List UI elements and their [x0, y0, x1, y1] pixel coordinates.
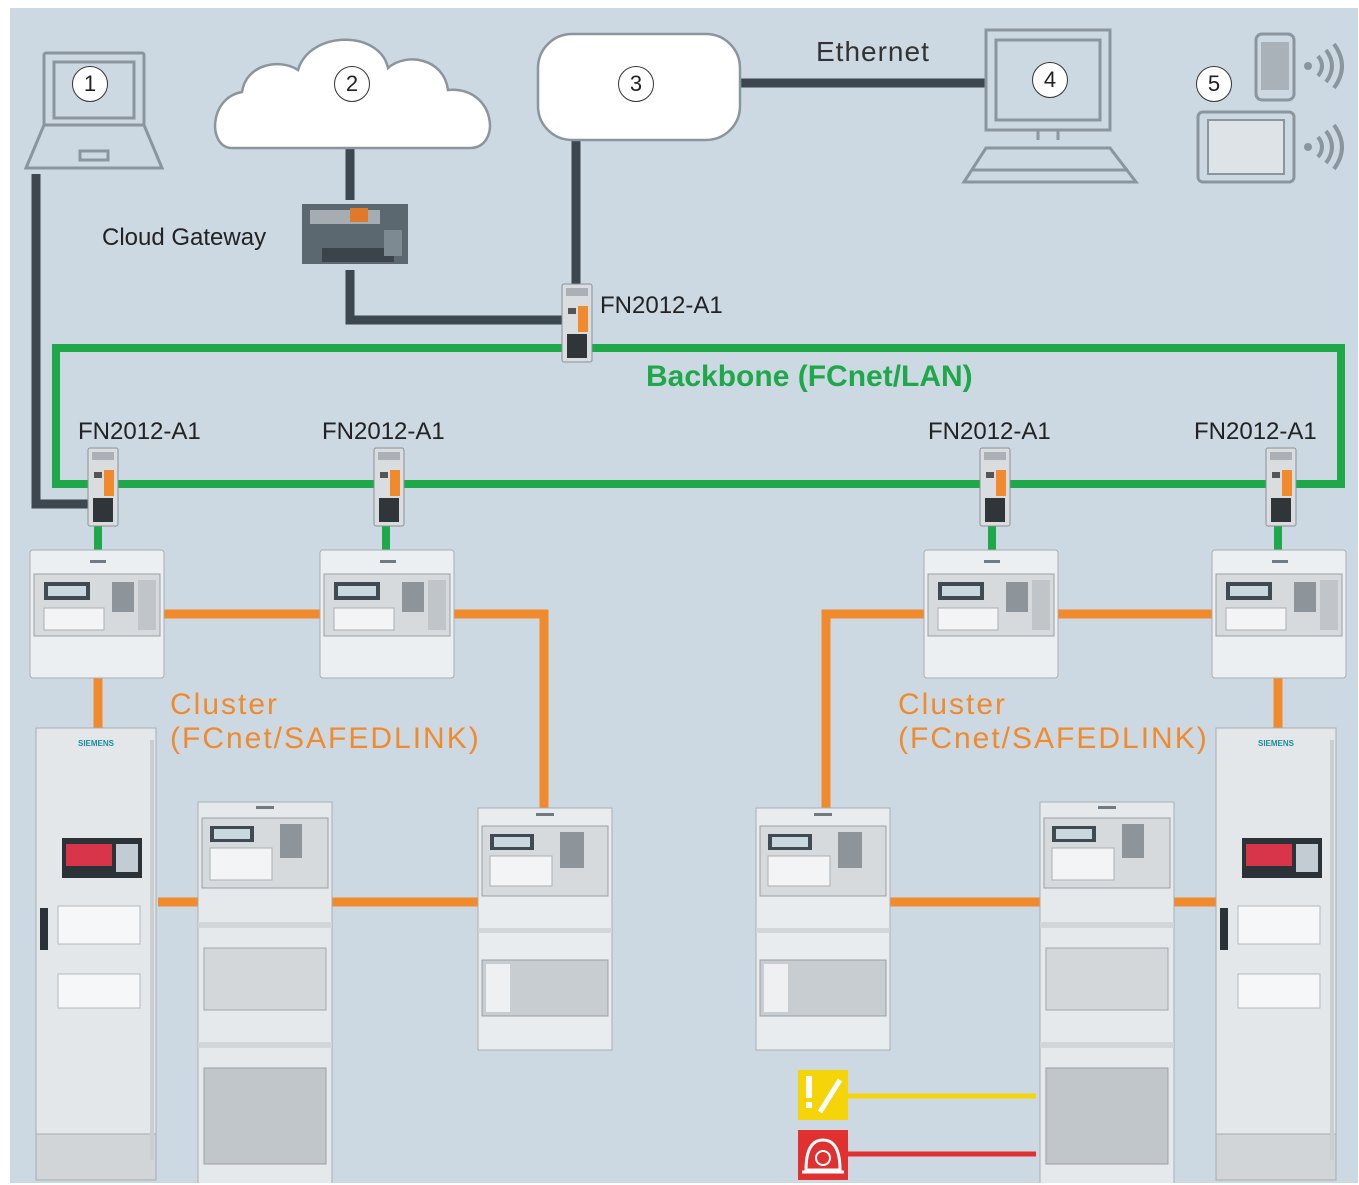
control-panel-2 [319, 549, 455, 679]
backbone-label: Backbone (FCnet/LAN) [646, 360, 973, 393]
tall-cabinet-right [1215, 727, 1337, 1181]
cluster-links [93, 609, 1283, 907]
link-laptop-backbone [31, 174, 90, 509]
diagram-canvas: SIEMENS SIEMENS [23, 28, 1347, 1183]
fn-label-2: FN2012-A1 [322, 418, 445, 445]
panel-medium-left [477, 807, 613, 1051]
desktop-computer-icon [961, 28, 1140, 184]
cabinet-right [1039, 801, 1175, 1183]
network-topology-diagram: SIEMENS SIEMENS 1 2 3 4 5 Ethernet Cloud… [10, 8, 1358, 1183]
fn-module-3 [979, 447, 1011, 527]
fn-module-1 [87, 447, 119, 527]
firefighter-helmet-icon [798, 1130, 848, 1180]
panel-medium-right [755, 807, 891, 1051]
control-panel-3 [923, 549, 1059, 679]
marker-3: 3 [618, 66, 654, 102]
fn-label-4: FN2012-A1 [1194, 418, 1317, 445]
fn-label-1: FN2012-A1 [78, 418, 201, 445]
fault-tool-icon [798, 1070, 848, 1120]
tall-cabinet-left [35, 727, 157, 1181]
cloud-gateway-device [302, 204, 408, 264]
marker-label: 2 [345, 71, 359, 96]
cluster-label-left: Cluster (FCnet/SAFEDLINK) [170, 688, 481, 755]
fn-module-4 [1265, 447, 1297, 527]
cluster-right-left [821, 609, 924, 808]
network-links [31, 78, 986, 509]
fn-label-3: FN2012-A1 [928, 418, 1051, 445]
marker-4: 4 [1032, 62, 1068, 98]
wireless-icon [1304, 123, 1344, 171]
tablet-icon [1196, 110, 1296, 184]
marker-2: 2 [334, 66, 370, 102]
fn-label-top: FN2012-A1 [600, 292, 723, 319]
cluster-label-right: Cluster (FCnet/SAFEDLINK) [898, 688, 1209, 755]
wireless-icon [1304, 42, 1344, 90]
laptop-icon [23, 51, 165, 170]
marker-label: 5 [1207, 71, 1221, 96]
fn-module-top [561, 283, 593, 363]
link-gateway-fn [345, 270, 562, 325]
smartphone-icon [1254, 32, 1296, 102]
ethernet-label: Ethernet [816, 36, 930, 67]
control-panel-1 [29, 549, 165, 679]
marker-5: 5 [1196, 66, 1232, 102]
marker-label: 1 [83, 71, 97, 96]
marker-label: 3 [629, 71, 643, 96]
backbone-ring [52, 344, 1345, 488]
marker-label: 4 [1043, 67, 1057, 92]
brand-logo: SIEMENS [1258, 739, 1295, 748]
fn-module-2 [373, 447, 405, 527]
marker-1: 1 [72, 66, 108, 102]
cabinet-left [197, 801, 333, 1183]
backbone-drops [94, 522, 1282, 550]
cluster-left-right [454, 609, 549, 808]
control-panel-4 [1211, 549, 1347, 679]
cloud-gateway-label: Cloud Gateway [102, 224, 267, 251]
brand-logo: SIEMENS [78, 739, 115, 748]
